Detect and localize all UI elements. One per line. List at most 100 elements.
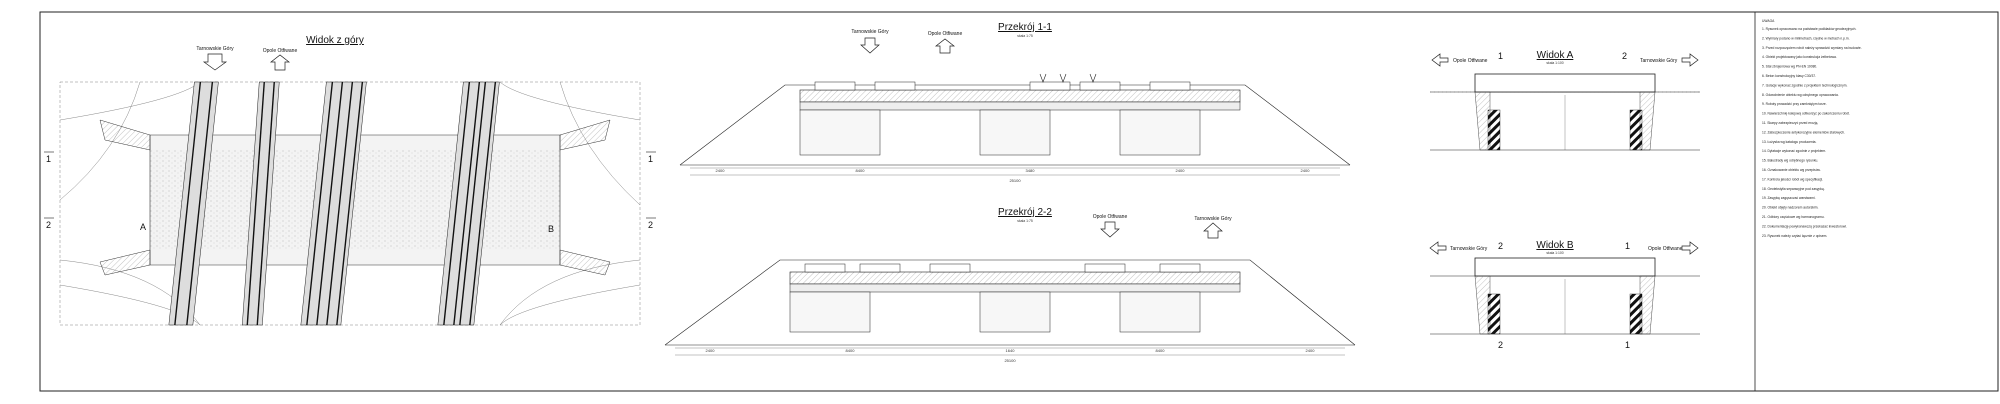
- section-marker-2-left: 2: [44, 217, 54, 230]
- note-line: 16. Oznakowanie obiektu wg przepisów.: [1762, 168, 1821, 172]
- view-b-marker-bottom-left: 2: [1498, 340, 1503, 350]
- embankment-lines: [59, 81, 641, 326]
- tracks-plan: [168, 81, 500, 326]
- note-line: 6. Beton konstrukcyjny klasy C30/37.: [1762, 74, 1816, 78]
- s1-embankment: [679, 84, 1351, 166]
- svg-text:25100: 25100: [1004, 358, 1016, 363]
- s2-arrow-opole: Opole Otfiwane: [1093, 214, 1128, 238]
- note-line: 18. Geotekstylia separacyjne pod zasypką…: [1762, 187, 1825, 191]
- section-1-1: Przekrój 1-1 skala 1:75 Tarnowskie Góry …: [679, 22, 1351, 183]
- svg-text:2: 2: [46, 220, 51, 230]
- note-line: 2. Wymiary podano w milimetrach, rzędne …: [1762, 36, 1850, 40]
- svg-text:2400: 2400: [1306, 348, 1316, 353]
- svg-text:Tarnowskie Góry: Tarnowskie Góry: [1450, 246, 1488, 252]
- svg-text:Tarnowskie Góry: Tarnowskie Góry: [1194, 216, 1232, 222]
- svg-text:Tarnowskie Góry: Tarnowskie Góry: [196, 46, 234, 52]
- svg-text:8400: 8400: [1156, 348, 1166, 353]
- s2-embankment: [664, 259, 1356, 346]
- section-marker-2-right: 2: [646, 217, 656, 230]
- note-line: 22. Dokumentację powykonawczą przekazać …: [1762, 224, 1847, 228]
- view-a-deck: [1474, 73, 1656, 93]
- marker-a: A: [140, 222, 146, 232]
- view-a-scale: skala 1:100: [1546, 61, 1563, 65]
- top-arrow-tarnowskie: Tarnowskie Góry: [196, 46, 234, 71]
- svg-text:Opole Otfiwane: Opole Otfiwane: [1648, 246, 1683, 252]
- note-line: 19. Zasypkę zagęszczać warstwami.: [1762, 196, 1816, 200]
- svg-text:1640: 1640: [1006, 348, 1016, 353]
- s2-arrow-tarnowskie: Tarnowskie Góry: [1194, 216, 1232, 239]
- svg-text:Opole Otfiwane: Opole Otfiwane: [263, 48, 298, 54]
- view-b-arrow-opole: Opole Otfiwane: [1648, 241, 1699, 255]
- s1-deck: [799, 89, 1241, 103]
- view-b-marker-bottom-right: 1: [1625, 340, 1630, 350]
- svg-text:2400: 2400: [706, 348, 716, 353]
- view-a-warning-left: [1487, 109, 1501, 151]
- s2-rails: [804, 263, 1201, 273]
- marker-b: B: [548, 224, 554, 234]
- svg-text:8400: 8400: [856, 168, 866, 173]
- view-a-title: Widok A: [1537, 50, 1574, 61]
- svg-text:1: 1: [648, 154, 653, 164]
- s2-deck: [789, 271, 1241, 285]
- section-2-2: Przekrój 2-2 skala 1:75 Opole Otfiwane T…: [664, 207, 1356, 363]
- view-b-warning-right: [1629, 293, 1643, 335]
- view-b-marker-left: 2: [1498, 241, 1503, 251]
- note-line: 13. Łożyska wg katalogu producenta.: [1762, 140, 1817, 144]
- view-a-marker-left: 1: [1498, 51, 1503, 61]
- note-line: 3. Przed rozpoczęciem robót należy spraw…: [1762, 46, 1862, 50]
- s2-dimensions: 2400 8400 1640 8400 2400 25100: [706, 348, 1316, 363]
- view-b-scale: skala 1:100: [1546, 251, 1563, 255]
- view-b-marker-right: 1: [1625, 241, 1630, 251]
- sheet-frame: [39, 11, 1999, 392]
- svg-text:2400: 2400: [716, 168, 726, 173]
- top-view-title: Widok z góry: [306, 35, 364, 46]
- notes-block: UWAGA 1. Rysunek opracowano na podstawie…: [1762, 19, 1862, 238]
- svg-text:25100: 25100: [1009, 178, 1021, 183]
- view-b-warning-left: [1487, 293, 1501, 335]
- note-line: 11. Skarpy zabezpieczyć przed erozją.: [1762, 121, 1818, 125]
- s1-rails: [814, 73, 1191, 91]
- svg-text:2400: 2400: [1176, 168, 1186, 173]
- section-1-scale: skala 1:75: [1017, 34, 1033, 38]
- svg-text:3480: 3480: [1026, 168, 1036, 173]
- note-line: 17. Kontrola jakości robót wg specyfikac…: [1762, 177, 1823, 181]
- note-line: 7. Izolacje wykonać zgodnie z projektem …: [1762, 83, 1847, 87]
- section-2-title: Przekrój 2-2: [998, 207, 1052, 218]
- svg-text:Opole Otfiwane: Opole Otfiwane: [1453, 58, 1488, 64]
- note-line: 1. Rysunek opracowano na podstawie podkł…: [1762, 27, 1856, 31]
- view-b-arrow-tarnowskie: Tarnowskie Góry: [1429, 241, 1488, 255]
- note-line: 20. Obiekt objęty nadzorem autorskim.: [1762, 206, 1819, 210]
- svg-text:Tarnowskie Góry: Tarnowskie Góry: [851, 29, 889, 35]
- view-a-arrow-tarnowskie: Tarnowskie Góry: [1640, 53, 1699, 67]
- note-line: 4. Obiekt projektowany jako konstrukcja …: [1762, 55, 1837, 59]
- view-a-marker-right: 2: [1622, 51, 1627, 61]
- svg-text:1: 1: [46, 154, 51, 164]
- svg-text:Opole Otfiwane: Opole Otfiwane: [1093, 214, 1128, 220]
- note-line: 21. Odbiory częściowe wg harmonogramu.: [1762, 215, 1825, 219]
- top-view: Widok z góry: [44, 35, 656, 326]
- section-marker-1-right: 1: [646, 151, 656, 164]
- note-line: 12. Zabezpieczenie antykorozyjne element…: [1762, 130, 1845, 134]
- s1-arrow-opole: Opole Otfiwane: [928, 31, 963, 54]
- svg-text:2400: 2400: [1301, 168, 1311, 173]
- view-a-arrow-opole: Opole Otfiwane: [1431, 53, 1488, 67]
- svg-text:2: 2: [648, 220, 653, 230]
- section-1-title: Przekrój 1-1: [998, 22, 1052, 33]
- svg-text:8400: 8400: [846, 348, 856, 353]
- section-marker-1-left: 1: [44, 151, 54, 164]
- note-line: 15. Balustrady wg odrębnego rysunku.: [1762, 159, 1818, 163]
- s1-arrow-tarnowskie: Tarnowskie Góry: [851, 29, 889, 54]
- note-line: 8. Odwodnienie obiektu wg odrębnego opra…: [1762, 93, 1839, 97]
- svg-text:Opole Otfiwane: Opole Otfiwane: [928, 31, 963, 37]
- note-line: 23. Rysunek należy czytać łącznie z opis…: [1762, 234, 1827, 238]
- section-2-scale: skala 1:75: [1017, 219, 1033, 223]
- view-b-title: Widok B: [1536, 240, 1574, 251]
- view-b: Widok B skala 1:100 Tarnowskie Góry Opol…: [1429, 240, 1700, 350]
- view-a: Widok A skala 1:100 Opole Otfiwane Tarno…: [1430, 50, 1700, 151]
- notes-heading: UWAGA: [1762, 19, 1775, 23]
- top-arrow-opole: Opole Otfiwane: [263, 48, 298, 71]
- note-line: 14. Dylatacje wykonać zgodnie z projekte…: [1762, 149, 1826, 153]
- note-line: 5. Stal zbrojeniowa wg PN-EN 10080.: [1762, 65, 1817, 69]
- view-a-warning-right: [1629, 109, 1643, 151]
